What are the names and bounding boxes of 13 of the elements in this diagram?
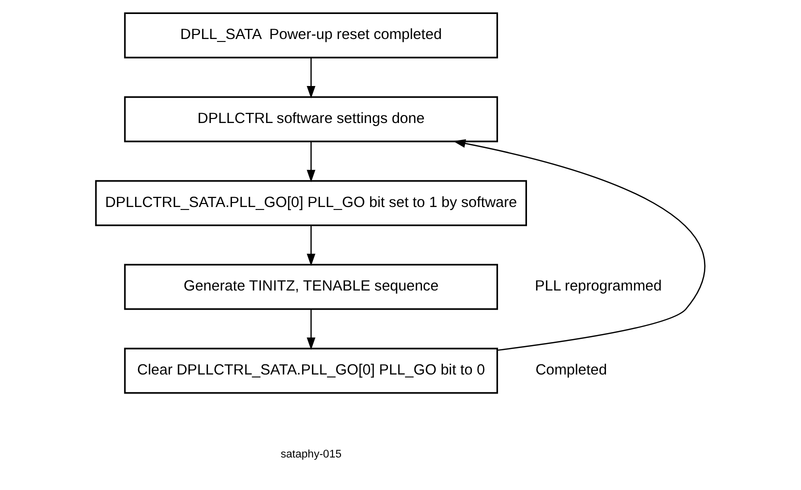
node-box: Generate TINITZ, TENABLE sequence (124, 264, 498, 310)
node-box: DPLL_SATA Power-up reset completed (124, 12, 498, 58)
node-box: Clear DPLLCTRL_SATA.PLL_GO[0] PLL_GO bit to 0 (124, 348, 498, 394)
node-label: PLL reprogrammed (534, 278, 662, 295)
arrow (306, 226, 316, 266)
arrow (306, 142, 316, 182)
node-label: Completed (535, 362, 607, 379)
arrow (453, 139, 705, 351)
arrow (306, 310, 316, 350)
node-box: DPLLCTRL_SATA.PLL_GO[0] PLL_GO bit set to 1 by software (95, 180, 527, 226)
label: sataphy-015 (280, 448, 342, 460)
arrow (306, 58, 316, 98)
node-box: DPLLCTRL software settings done (124, 96, 498, 142)
